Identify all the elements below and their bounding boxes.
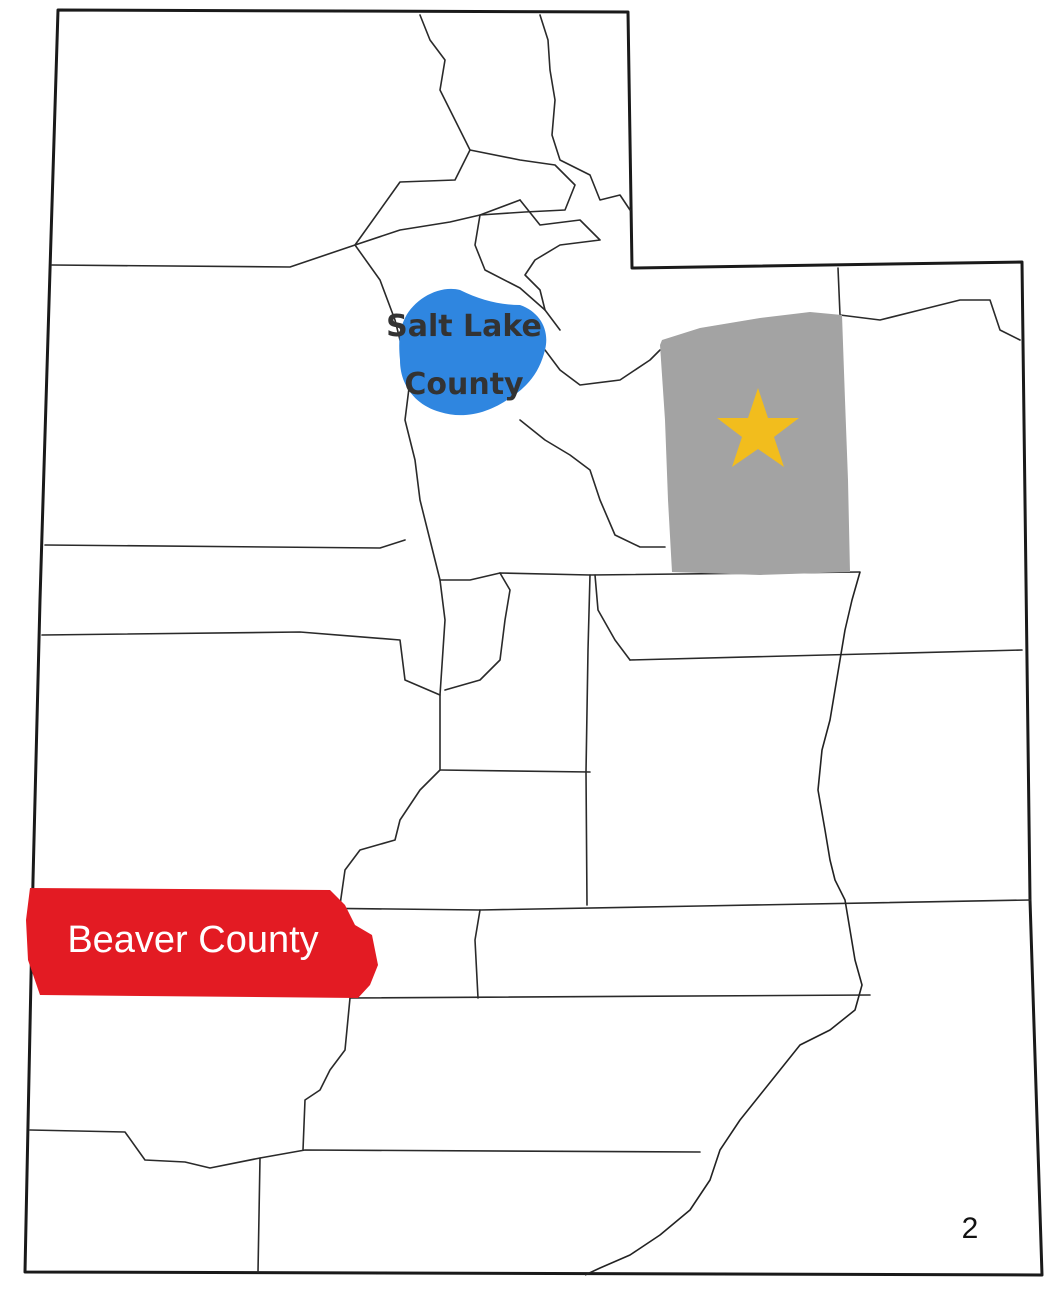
star-icon (717, 388, 799, 467)
salt-lake-county-region (399, 288, 547, 416)
county-border (629, 649, 1023, 661)
county-border (29, 1129, 701, 1169)
county-border (837, 267, 1021, 341)
salt-lake-county-label: Salt Lake (386, 309, 542, 344)
county-border (439, 769, 591, 773)
county-border (349, 994, 871, 999)
river-border (584, 571, 863, 1276)
county-border (474, 909, 481, 999)
beaver-county-region (26, 888, 378, 998)
county-border (354, 244, 591, 581)
county-border (519, 199, 601, 311)
county-border (585, 574, 591, 906)
county-border (354, 14, 521, 246)
county-border (257, 1157, 261, 1273)
county-border (539, 14, 631, 211)
county-border (544, 349, 661, 386)
county-border (594, 574, 631, 661)
county-border (302, 997, 351, 1151)
county-border (444, 572, 511, 691)
county-border (469, 149, 576, 331)
county-border (339, 579, 446, 906)
page-number: 2 (962, 1212, 979, 1245)
county-border (41, 631, 441, 696)
county-border (51, 244, 356, 268)
county-border (44, 539, 406, 549)
salt-lake-county-label: County (404, 367, 524, 402)
state-outline (23, 8, 1044, 1277)
county-border (519, 419, 666, 548)
beaver-county-label: Beaver County (67, 919, 318, 961)
